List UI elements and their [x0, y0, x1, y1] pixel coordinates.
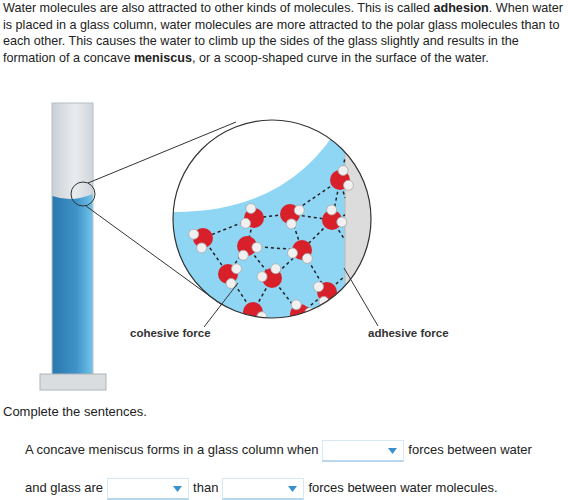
zoom-view [170, 110, 375, 330]
intro-text: , or a scoop-shaped curve in the surface… [192, 51, 489, 65]
water-molecule [257, 264, 282, 288]
intro-text: . [489, 1, 493, 15]
glass-column [40, 103, 106, 390]
key-term: adhesion [433, 1, 488, 15]
water-molecule [237, 236, 262, 260]
zoom-outline [173, 120, 371, 318]
dropdown [222, 478, 304, 500]
water-molecule [280, 204, 304, 229]
water-molecule [290, 300, 315, 324]
water-molecule [218, 264, 241, 289]
force-label: cohesive force [130, 327, 211, 339]
water-molecule [241, 302, 267, 324]
sentence-text: A concave meniscus forms in a glass colu… [25, 442, 318, 457]
sentence-text: forces between water molecules. [308, 480, 497, 495]
text-block: Water molecules are also attracted to ot… [3, 0, 565, 66]
force-label: adhesive force [368, 327, 449, 339]
water-molecule [189, 228, 213, 253]
water-molecule [287, 240, 312, 263]
text-block: Complete the sentences. [3, 404, 147, 419]
sentence-text: forces between water [408, 442, 532, 457]
instruction: Complete the sentences. [3, 404, 147, 419]
text-block: A concave meniscus forms in a glass colu… [25, 437, 532, 463]
leader-line [344, 268, 378, 326]
text-block: and glass are than forces between water mo… [25, 475, 498, 500]
dropdown [107, 478, 189, 500]
sentence-text: than [193, 480, 218, 495]
dropdown [322, 440, 404, 462]
water-molecule [241, 203, 264, 228]
water-molecule [330, 165, 353, 190]
key-term: meniscus [134, 51, 192, 65]
sentence-text: and glass are [25, 480, 103, 495]
hydrogen-bond [302, 250, 327, 292]
water-molecule [322, 205, 347, 230]
intro-text: Water molecules are also attracted to ot… [3, 1, 430, 15]
leader-line [204, 283, 238, 327]
